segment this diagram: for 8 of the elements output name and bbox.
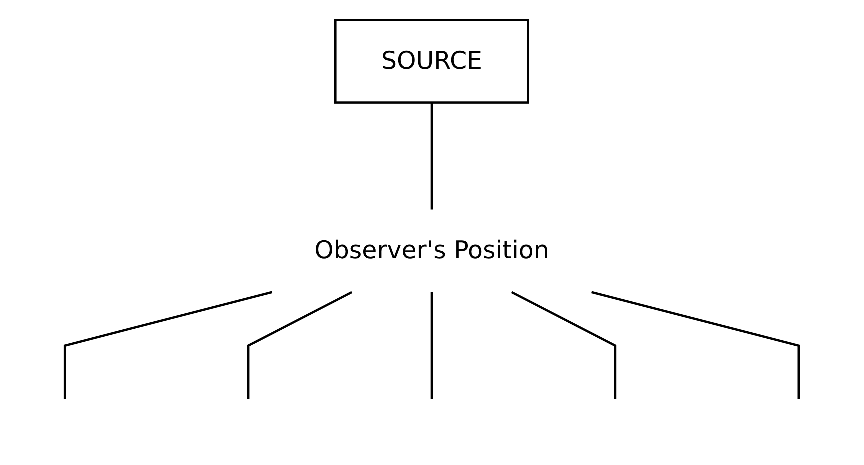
connector-line (430, 292, 434, 400)
position-label: Observer's Position (314, 236, 550, 265)
connector-line (64, 291, 272, 400)
connector-line (511, 291, 617, 400)
connector-line (592, 291, 800, 400)
connector-line (430, 102, 434, 210)
source-box: SOURCE (334, 18, 530, 104)
connector-line (247, 291, 353, 400)
